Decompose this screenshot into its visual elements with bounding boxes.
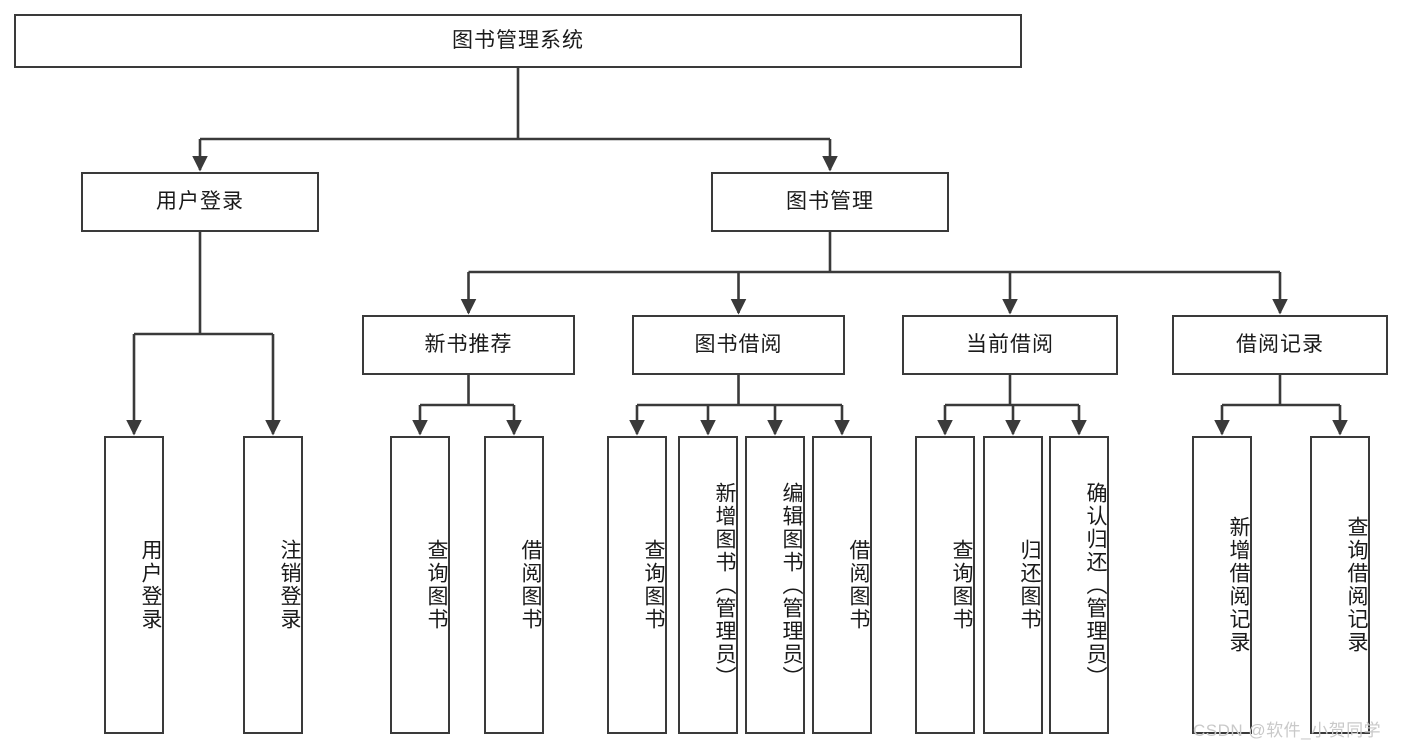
node-user-login[interactable]: 用户登录	[81, 172, 319, 232]
node-leaf-add-record[interactable]: 新增借阅记录	[1192, 436, 1252, 734]
node-leaf-confirm-return[interactable]: 确认归还（管理员）	[1049, 436, 1109, 734]
node-label: 查询图书	[642, 539, 665, 631]
node-leaf-borrow-book[interactable]: 借阅图书	[812, 436, 872, 734]
node-label: 用户登录	[139, 539, 162, 631]
node-leaf-query-book-borrow[interactable]: 查询图书	[607, 436, 667, 734]
node-leaf-user-login[interactable]: 用户登录	[104, 436, 164, 734]
node-label: 当前借阅	[966, 333, 1054, 357]
node-label: 借阅图书	[847, 539, 870, 631]
watermark: CSDN @软件_小贺同学	[1193, 721, 1382, 740]
node-leaf-add-book[interactable]: 新增图书（管理员）	[678, 436, 738, 734]
node-leaf-logout[interactable]: 注销登录	[243, 436, 303, 734]
node-label: 图书管理系统	[452, 29, 584, 53]
node-label: 借阅图书	[519, 539, 542, 631]
node-label: 新书推荐	[424, 333, 513, 357]
node-leaf-edit-book[interactable]: 编辑图书（管理员）	[745, 436, 805, 734]
node-label: 新增图书（管理员）	[713, 481, 736, 689]
node-label: 确认归还（管理员）	[1084, 481, 1107, 689]
node-label: 编辑图书（管理员）	[780, 481, 803, 689]
node-label: 用户登录	[156, 190, 244, 214]
node-borrow-record[interactable]: 借阅记录	[1172, 315, 1388, 375]
node-leaf-query-book-rec[interactable]: 查询图书	[390, 436, 450, 734]
node-book-borrow[interactable]: 图书借阅	[632, 315, 845, 375]
node-label: 查询借阅记录	[1345, 516, 1368, 654]
node-leaf-borrow-book-rec[interactable]: 借阅图书	[484, 436, 544, 734]
node-label: 图书借阅	[694, 333, 783, 357]
node-label: 新增借阅记录	[1227, 516, 1250, 654]
node-label: 查询图书	[950, 539, 973, 631]
node-label: 查询图书	[425, 539, 448, 631]
node-book-manage[interactable]: 图书管理	[711, 172, 949, 232]
node-leaf-query-record[interactable]: 查询借阅记录	[1310, 436, 1370, 734]
node-root[interactable]: 图书管理系统	[14, 14, 1022, 68]
node-new-book-rec[interactable]: 新书推荐	[362, 315, 575, 375]
node-label: 归还图书	[1018, 539, 1041, 631]
node-label: 注销登录	[278, 539, 301, 631]
node-leaf-query-book-current[interactable]: 查询图书	[915, 436, 975, 734]
node-label: 图书管理	[786, 190, 874, 214]
node-leaf-return-book[interactable]: 归还图书	[983, 436, 1043, 734]
node-current-borrow[interactable]: 当前借阅	[902, 315, 1118, 375]
node-label: 借阅记录	[1236, 333, 1324, 357]
